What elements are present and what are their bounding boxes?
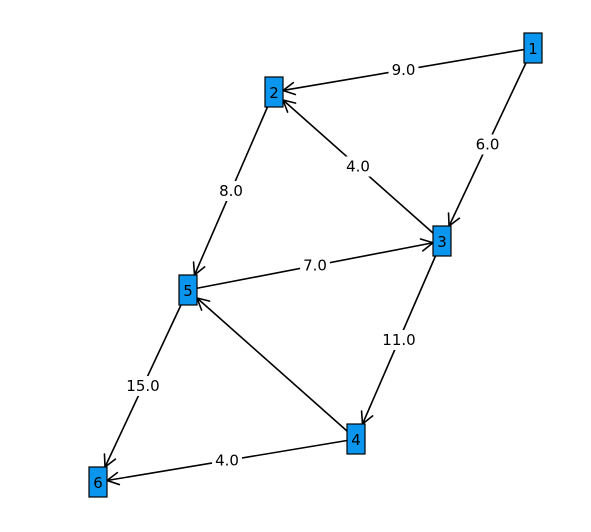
edge-label-background [123, 376, 163, 396]
node-label: 1 [528, 40, 538, 58]
nodes-layer: 1 2 3 4 5 6 [88, 32, 543, 498]
edge-5-6: 15.0 [103, 304, 182, 468]
node-box [264, 76, 284, 108]
node-4: 4 [346, 423, 366, 455]
node-label: 6 [93, 474, 103, 492]
node-box [178, 274, 198, 306]
edge-label-background [300, 255, 330, 276]
node-box [346, 423, 366, 455]
edge-weight-label: 6.0 [476, 136, 500, 154]
edge-4-5 [196, 297, 348, 432]
edge-weight-label: 4.0 [215, 452, 239, 470]
node-3: 3 [432, 225, 452, 257]
edge-2-5: 8.0 [192, 106, 269, 276]
edge-weight-label: 9.0 [392, 61, 416, 79]
node-6: 6 [88, 466, 108, 498]
edge-label-background [212, 450, 242, 471]
edge-weight-label: 4.0 [346, 158, 370, 176]
edge-label-background [472, 134, 503, 155]
edge-weight-label: 11.0 [382, 331, 415, 349]
node-label: 5 [183, 282, 193, 300]
node-2: 2 [264, 76, 284, 108]
edge-line [196, 297, 348, 432]
edge-3-2: 4.0 [282, 99, 434, 234]
node-box [523, 32, 543, 64]
edge-label-background [379, 330, 419, 350]
node-1: 1 [523, 32, 543, 64]
edge-label-background [216, 181, 246, 201]
edge-5-3: 7.0 [196, 238, 434, 290]
edge-1-3: 6.0 [447, 62, 527, 227]
edge-weight-label: 7.0 [303, 257, 327, 275]
node-box [432, 225, 452, 257]
edge-label-background [343, 156, 373, 177]
node-5: 5 [178, 274, 198, 306]
node-box [88, 466, 108, 498]
edge-3-4: 11.0 [360, 255, 437, 425]
edges-layer: 9.0 6.0 4.0 8.0 7.0 11.0 15.0 4.0 [103, 48, 527, 486]
edge-weight-label: 8.0 [219, 182, 243, 200]
edge-1-2: 9.0 [282, 48, 525, 96]
edge-label-background [388, 60, 419, 80]
edge-4-6: 4.0 [106, 439, 348, 486]
node-label: 2 [269, 84, 279, 102]
edge-weight-label: 15.0 [126, 377, 159, 395]
node-label: 3 [437, 233, 447, 251]
node-label: 4 [351, 431, 361, 449]
